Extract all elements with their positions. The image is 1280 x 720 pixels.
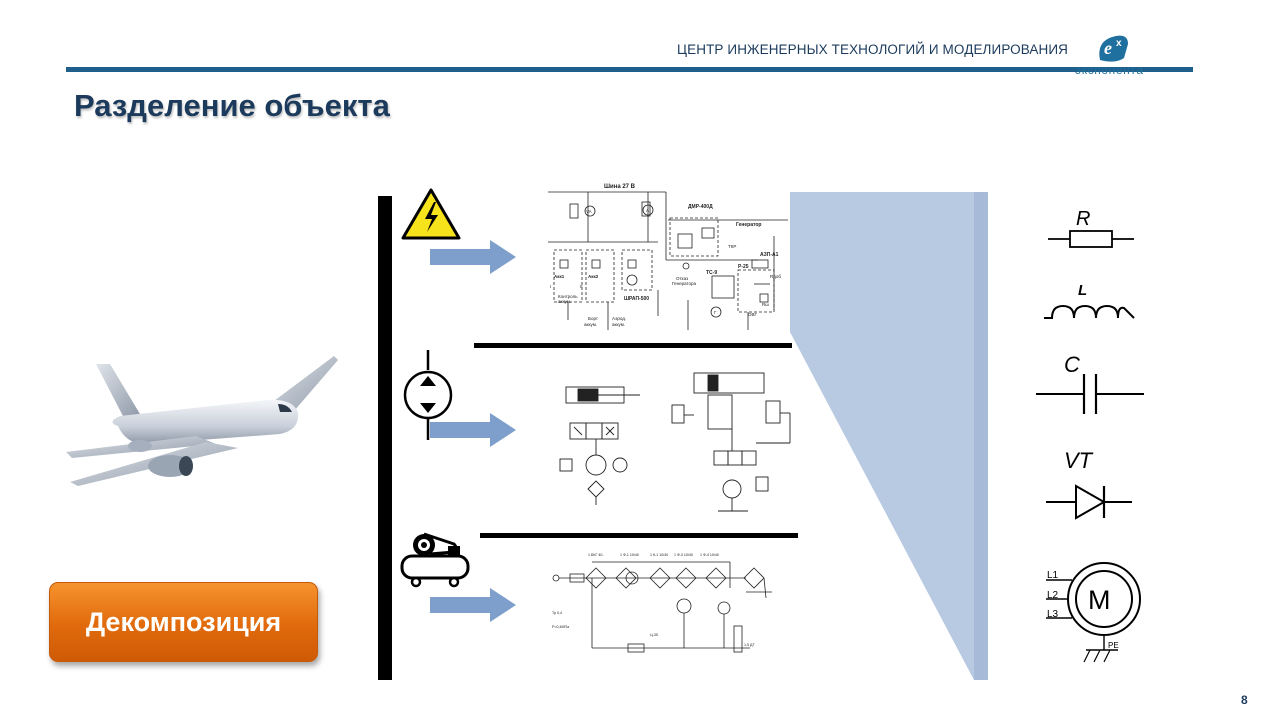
page-number: 8: [1241, 693, 1248, 707]
svg-text:ОВГ: ОВГ: [748, 312, 758, 317]
svg-text:1 БКГ 40-: 1 БКГ 40-: [588, 553, 604, 557]
svg-text:ДМР-400Д: ДМР-400Д: [688, 204, 713, 210]
svg-text:Р=0,4МПа: Р=0,4МПа: [552, 625, 569, 629]
svg-text:e: e: [1104, 38, 1112, 58]
svg-text:Г: Г: [714, 310, 717, 315]
motor-phase-l2: L2: [1047, 590, 1059, 601]
compressor-icon: [400, 532, 470, 588]
svg-text:A: A: [646, 208, 649, 213]
svg-text:аккум.: аккум.: [584, 322, 597, 327]
svg-text:Борт: Борт: [588, 316, 598, 321]
organization-name: ЦЕНТР ИНЖЕНЕРНЫХ ТЕХНОЛОГИЙ И МОДЕЛИРОВА…: [677, 42, 1068, 57]
svg-text:ТКР: ТКР: [728, 244, 736, 249]
svg-text:x: x: [1116, 38, 1122, 49]
hydraulic-schematic: [559, 372, 791, 512]
capacitor-symbol: [1036, 374, 1144, 414]
decomposition-button[interactable]: Декомпозиция: [49, 582, 318, 662]
logo-text: экспонента: [1075, 63, 1144, 77]
svg-text:1 Ф-3 10/40: 1 Ф-3 10/40: [674, 553, 693, 557]
hydraulic-pump-icon: [403, 350, 453, 440]
projection-panel: [790, 192, 988, 680]
svg-text:VA: VA: [586, 209, 592, 214]
pneumatic-schematic: 1 БКГ 40- 1 Ф-1 10/40 1 К-1 10/40 1 Ф-3 10…: [552, 553, 772, 653]
svg-text:Р-25: Р-25: [738, 264, 749, 270]
section-divider-1: [474, 343, 792, 348]
svg-text:Генератора: Генератора: [672, 281, 697, 286]
svg-text:аккум.: аккум.: [612, 322, 625, 327]
inductor-label: L: [1078, 282, 1088, 299]
svg-text:Контроль: Контроль: [558, 294, 578, 299]
svg-text:Тр 0,4: Тр 0,4: [552, 611, 562, 615]
section-divider-2: [480, 533, 798, 538]
arrow-pneumatic: [430, 588, 516, 622]
transistor-symbol: [1046, 484, 1132, 520]
resistor-symbol: [1048, 230, 1134, 248]
svg-text:1,5 ДТ: 1,5 ДТ: [744, 643, 755, 647]
arrow-hydraulic: [430, 413, 516, 447]
svg-text:Rдоб: Rдоб: [770, 274, 781, 279]
header-bar: [66, 67, 1193, 72]
svg-text:II: II: [580, 284, 583, 289]
svg-text:ТС-9: ТС-9: [706, 270, 717, 276]
svg-text:1 Ф-4 10/40: 1 Ф-4 10/40: [700, 553, 719, 557]
transistor-label: VT: [1064, 448, 1093, 473]
svg-text:1 К-1 10/40: 1 К-1 10/40: [650, 553, 668, 557]
resistor-label: R: [1076, 208, 1091, 230]
motor-symbol: [1046, 562, 1141, 663]
svg-text:I: I: [550, 284, 551, 289]
svg-text:Акк2: Акк2: [588, 274, 599, 279]
motor-phase-l3: L3: [1047, 609, 1059, 620]
high-voltage-icon: [401, 188, 461, 240]
label-bus: Шина 27 В: [604, 184, 636, 190]
capacitor-label: C: [1064, 352, 1080, 377]
svg-text:Аэрод.: Аэрод.: [612, 316, 626, 321]
motor-label: M: [1088, 585, 1111, 615]
motor-phase-l1: L1: [1047, 570, 1059, 581]
exponenta-logo: e x: [1099, 35, 1128, 62]
motor-ground-label: PE: [1108, 641, 1119, 650]
inductor-symbol: [1044, 304, 1135, 319]
svg-text:Ц-35: Ц-35: [650, 633, 658, 637]
airplane-image: [66, 356, 338, 486]
svg-text:1 Ф-1 10/40: 1 Ф-1 10/40: [620, 553, 639, 557]
electrical-schematic: Шина 27 В VA A ДМР-400Д Генератор ТКР АЗП-…: [548, 184, 788, 330]
svg-text:аккум.: аккум.: [558, 299, 571, 304]
svg-text:Rш: Rш: [762, 302, 769, 307]
svg-text:ШРАП-500: ШРАП-500: [624, 296, 649, 302]
svg-text:Генератор: Генератор: [736, 222, 762, 228]
arrow-electric: [430, 240, 516, 274]
vertical-divider: [378, 196, 392, 680]
svg-text:Акк1: Акк1: [554, 274, 565, 279]
svg-text:Отказ: Отказ: [676, 276, 688, 281]
page-title: Разделение объекта: [74, 88, 390, 123]
svg-text:АЗП-А1: АЗП-А1: [760, 252, 779, 258]
